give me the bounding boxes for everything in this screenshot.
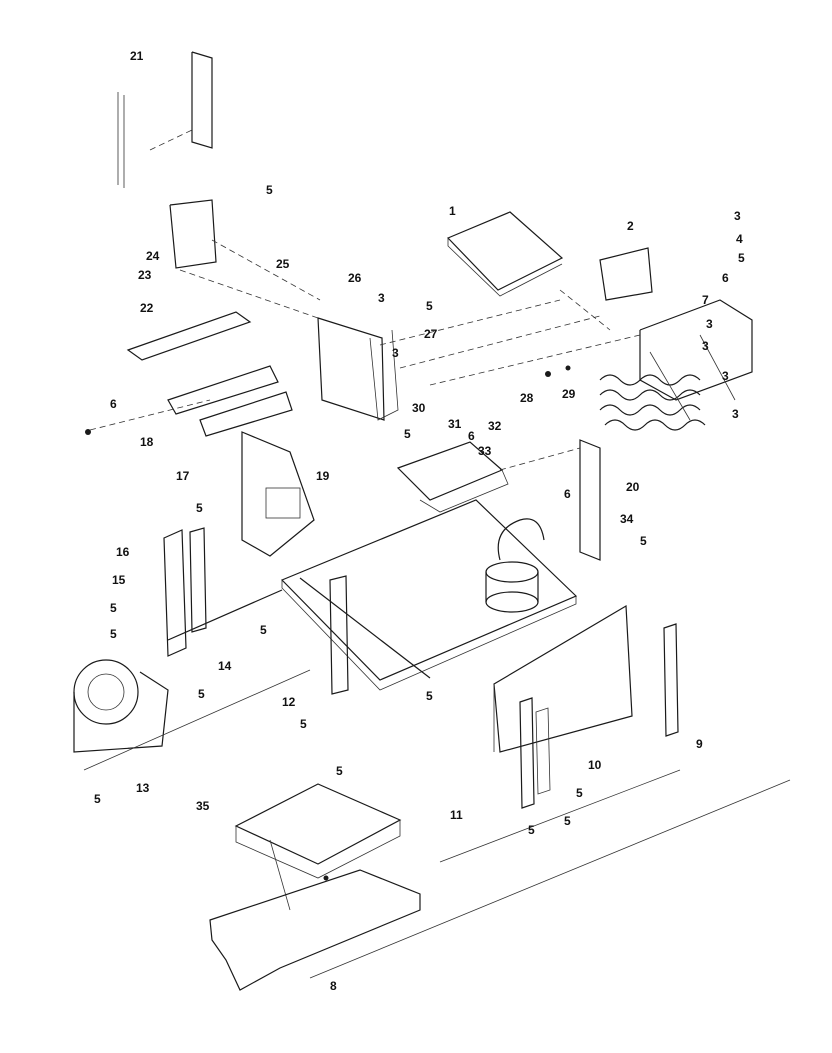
- callout-11: 11: [450, 808, 463, 822]
- part-13-blower: [73, 659, 311, 771]
- callout-5: 5: [564, 814, 571, 828]
- callout-26: 26: [348, 271, 362, 285]
- callout-32: 32: [488, 419, 502, 433]
- callout-29: 29: [562, 387, 576, 401]
- callout-3: 3: [706, 317, 713, 331]
- callout-31: 31: [448, 417, 462, 431]
- part-35-drain-pan: [234, 783, 402, 911]
- callout-28: 28: [520, 391, 534, 405]
- callout-5: 5: [404, 427, 411, 441]
- callout-5: 5: [738, 251, 745, 265]
- callout-21: 21: [130, 49, 144, 63]
- callout-30: 30: [412, 401, 426, 415]
- part-21-side-panel: [117, 51, 213, 188]
- callout-5: 5: [336, 764, 343, 778]
- part-8-base-plate: [209, 769, 791, 991]
- callout-5: 5: [528, 823, 535, 837]
- compressor: [485, 518, 545, 613]
- callout-5: 5: [426, 299, 433, 313]
- callout-5: 5: [196, 501, 203, 515]
- callout-3: 3: [722, 369, 729, 383]
- callout-34: 34: [620, 512, 634, 526]
- callout-3: 3: [702, 339, 709, 353]
- callout-13: 13: [136, 781, 150, 795]
- part-17-bracket: [241, 431, 315, 557]
- part-15-frame: [163, 527, 283, 657]
- callout-25: 25: [276, 257, 290, 271]
- assembly-guide-lines: [379, 299, 641, 386]
- callout-3: 3: [392, 346, 399, 360]
- callout-19: 19: [316, 469, 330, 483]
- callout-5: 5: [426, 689, 433, 703]
- callout-5: 5: [94, 792, 101, 806]
- callout-5: 5: [576, 786, 583, 800]
- callout-23: 23: [138, 268, 152, 282]
- part-22-shelf: [85, 311, 293, 437]
- callout-3: 3: [732, 407, 739, 421]
- callout-24: 24: [146, 249, 160, 263]
- callout-14: 14: [218, 659, 232, 673]
- part-1-top-cover: [446, 211, 564, 297]
- callout-6: 6: [722, 271, 729, 285]
- part-upper-bracket: [169, 199, 321, 301]
- callout-5: 5: [110, 601, 117, 615]
- callout-3: 3: [734, 209, 741, 223]
- part-10-side-panel: [493, 604, 633, 753]
- callout-33: 33: [478, 444, 492, 458]
- callout-27: 27: [424, 327, 438, 341]
- part-9-bracket: [663, 623, 679, 737]
- part-12-post: [329, 575, 349, 695]
- part-7-coil-assembly: [599, 299, 753, 431]
- callout-2: 2: [627, 219, 634, 233]
- callout-5: 5: [198, 687, 205, 701]
- callout-12: 12: [282, 695, 296, 709]
- callout-6: 6: [468, 429, 475, 443]
- callout-20: 20: [626, 480, 640, 494]
- callout-6: 6: [110, 397, 117, 411]
- callout-15: 15: [112, 573, 126, 587]
- callout-5: 5: [640, 534, 647, 548]
- callout-18: 18: [140, 435, 154, 449]
- callout-8: 8: [330, 979, 337, 993]
- callout-7: 7: [702, 293, 709, 307]
- callout-22: 22: [140, 301, 154, 315]
- callout-3: 3: [378, 291, 385, 305]
- callout-6: 6: [564, 487, 571, 501]
- part-26-panel: [179, 269, 399, 421]
- part-20-bracket: [499, 439, 601, 561]
- callout-16: 16: [116, 545, 130, 559]
- callout-10: 10: [588, 758, 602, 772]
- callout-35: 35: [196, 799, 210, 813]
- callout-5: 5: [110, 627, 117, 641]
- callout-4: 4: [736, 232, 743, 246]
- callout-5: 5: [300, 717, 307, 731]
- part-31-plate: [396, 441, 509, 513]
- part-11-post: [519, 697, 551, 809]
- part-2-shroud: [559, 247, 653, 331]
- callout-5: 5: [260, 623, 267, 637]
- callout-1: 1: [449, 204, 456, 218]
- callout-17: 17: [176, 469, 190, 483]
- callout-5: 5: [266, 183, 273, 197]
- callout-9: 9: [696, 737, 703, 751]
